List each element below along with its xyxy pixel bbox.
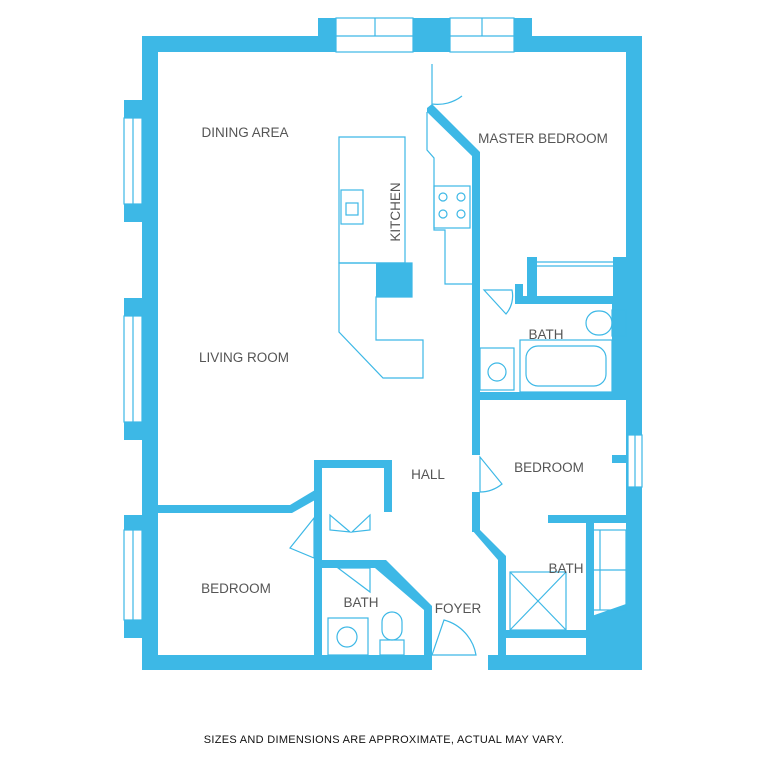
label-bath-master: BATH (528, 327, 563, 342)
room-labels: DINING AREA KITCHEN MASTER BEDROOM LIVIN… (199, 125, 608, 616)
label-foyer: FOYER (435, 601, 482, 616)
label-bath-left: BATH (343, 595, 378, 610)
master-bath-fixtures (479, 309, 627, 393)
label-kitchen: KITCHEN (388, 182, 403, 241)
label-bedroom-right: BEDROOM (514, 460, 584, 475)
master-closet-shelf (537, 261, 613, 267)
interior-walls (158, 104, 626, 655)
label-bath-right: BATH (548, 561, 583, 576)
left-bath-fixtures (327, 611, 405, 656)
right-bath-fixtures (509, 529, 627, 631)
label-hall: HALL (411, 467, 445, 482)
label-bedroom-left: BEDROOM (201, 581, 271, 596)
windows (123, 17, 643, 621)
label-dining-area: DINING AREA (201, 125, 288, 140)
doors (289, 64, 514, 656)
exterior-walls (124, 18, 642, 670)
disclaimer-text: SIZES AND DIMENSIONS ARE APPROXIMATE, AC… (203, 734, 565, 746)
label-master-bedroom: MASTER BEDROOM (478, 131, 608, 146)
label-living-room: LIVING ROOM (199, 350, 289, 365)
kitchen-counters (338, 112, 472, 379)
